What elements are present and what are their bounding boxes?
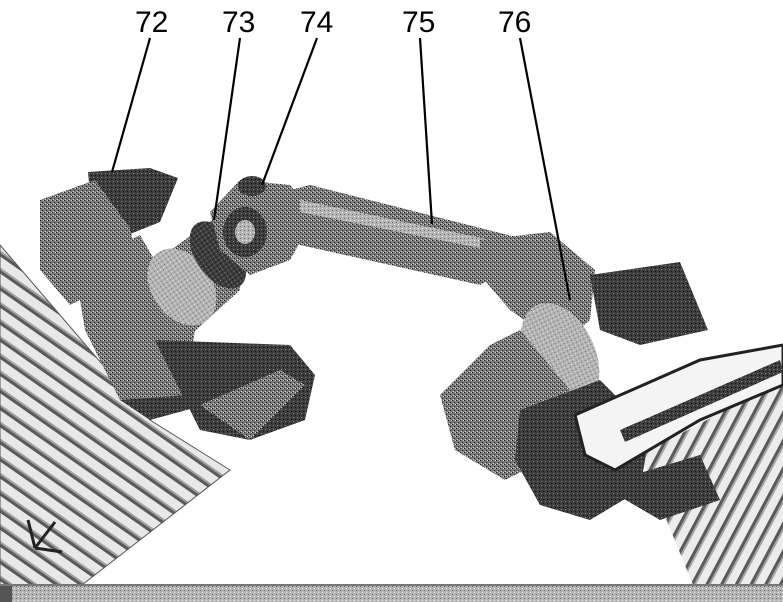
left-gripper-72 xyxy=(40,168,210,420)
leader-74 xyxy=(260,37,319,186)
callout-72: 72 xyxy=(135,6,168,39)
callout-74: 74 xyxy=(300,6,333,39)
callout-75: 75 xyxy=(402,6,435,39)
leader-75 xyxy=(418,37,434,225)
right-base xyxy=(515,343,783,520)
left-base xyxy=(155,340,315,440)
callout-73: 73 xyxy=(222,6,255,39)
leader-73 xyxy=(212,37,242,221)
leader-72 xyxy=(110,37,152,173)
bottom-strip xyxy=(0,584,783,602)
joint-motor-73 xyxy=(147,218,247,340)
wrist-joint-76 xyxy=(480,232,708,407)
callout-labels: 72 73 74 75 76 xyxy=(135,6,531,39)
axis-triad-icon xyxy=(26,519,63,554)
callout-76: 76 xyxy=(498,6,531,39)
arm-link-75 xyxy=(270,185,520,285)
leader-lines xyxy=(110,37,572,301)
leader-76 xyxy=(518,37,572,301)
